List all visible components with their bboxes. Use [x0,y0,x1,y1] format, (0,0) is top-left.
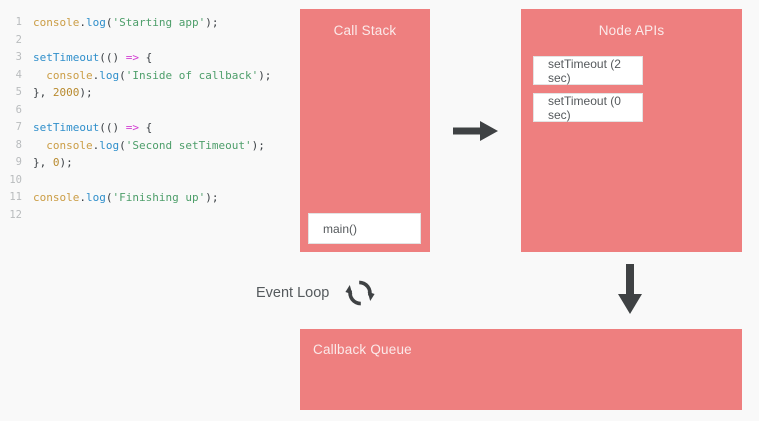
code-token: (() [99,51,126,64]
code-line-text: console.log('Finishing up'); [33,189,218,207]
code-token: ( [105,16,113,29]
line-number: 6 [15,103,22,116]
code-token [33,139,46,152]
code-token: setTimeout [33,51,100,64]
node-apis-panel: Node APIs setTimeout (2 sec) setTimeout … [521,9,742,252]
code-token: 'Finishing up' [112,191,206,204]
code-token: ); [205,16,219,29]
code-token [33,69,46,82]
code-line-text: console.log('Inside of callback'); [33,67,271,85]
code-token: log [85,16,106,29]
line-number: 7 [15,121,22,133]
code-line-text: setTimeout(() => { [33,49,152,67]
line-number: 3 [15,51,22,63]
arrow-right-icon [453,120,498,142]
code-token: log [99,138,120,152]
sync-circular-arrows-icon [343,276,377,310]
code-token: ( [105,191,113,204]
code-token: console [46,68,93,82]
arrow-down-icon [617,264,643,314]
line-number: 9 [15,156,22,168]
code-token: ( [119,68,126,82]
line-number: 10 [9,173,22,186]
code-line-text: setTimeout(() => { [33,119,152,137]
code-line-text: }, 2000); [33,84,93,102]
code-token: 'Inside of callback' [125,68,259,82]
code-token: console [33,16,80,29]
code-token: => [125,121,139,134]
call-stack-panel: Call Stack main() [300,9,430,252]
code-token: { [138,121,153,134]
call-stack-title: Call Stack [333,23,397,38]
code-token: }, [33,156,53,169]
line-number: 8 [15,138,22,151]
node-api-entry-settimeout-0sec[interactable]: setTimeout (0 sec) [533,93,643,122]
node-api-entry-settimeout-2sec[interactable]: setTimeout (2 sec) [533,56,643,85]
event-loop-group: Event Loop [256,275,377,311]
code-token: => [125,51,139,64]
code-token: ); [258,68,272,82]
code-token: 'Starting app' [112,16,206,29]
code-token: }, [33,86,53,99]
code-token: . [92,68,100,82]
code-token: ); [251,138,265,152]
line-number: 5 [15,86,22,98]
code-token: ); [59,156,73,169]
code-token: . [92,138,100,152]
event-loop-label: Event Loop [256,285,330,301]
code-token: ); [205,191,219,204]
code-token: { [138,51,153,64]
code-token: . [79,191,86,204]
code-token: console [46,138,93,152]
code-line-text: console.log('Starting app'); [33,14,218,32]
code-token: setTimeout [33,121,100,134]
code-token: 'Second setTimeout' [125,138,252,152]
code-token: . [79,16,86,29]
callback-queue-panel: Callback Queue [300,329,742,410]
code-token: log [85,191,106,204]
line-number: 12 [9,208,22,221]
line-number: 2 [15,33,22,46]
code-line-text: console.log('Second setTimeout'); [33,137,265,155]
code-token: 2000 [52,86,80,99]
code-token: ( [119,138,126,152]
code-token: ); [79,86,93,99]
code-token: (() [99,121,126,134]
code-token: log [99,68,120,82]
code-token: console [33,191,80,204]
call-stack-frame-main[interactable]: main() [308,213,421,244]
node-apis-title: Node APIs [598,23,665,38]
line-number: 11 [9,191,22,203]
line-number: 1 [15,16,22,28]
callback-queue-title: Callback Queue [313,342,412,357]
code-line-text: }, 0); [33,154,73,172]
line-number: 4 [15,68,22,81]
code-token: 0 [52,156,60,169]
